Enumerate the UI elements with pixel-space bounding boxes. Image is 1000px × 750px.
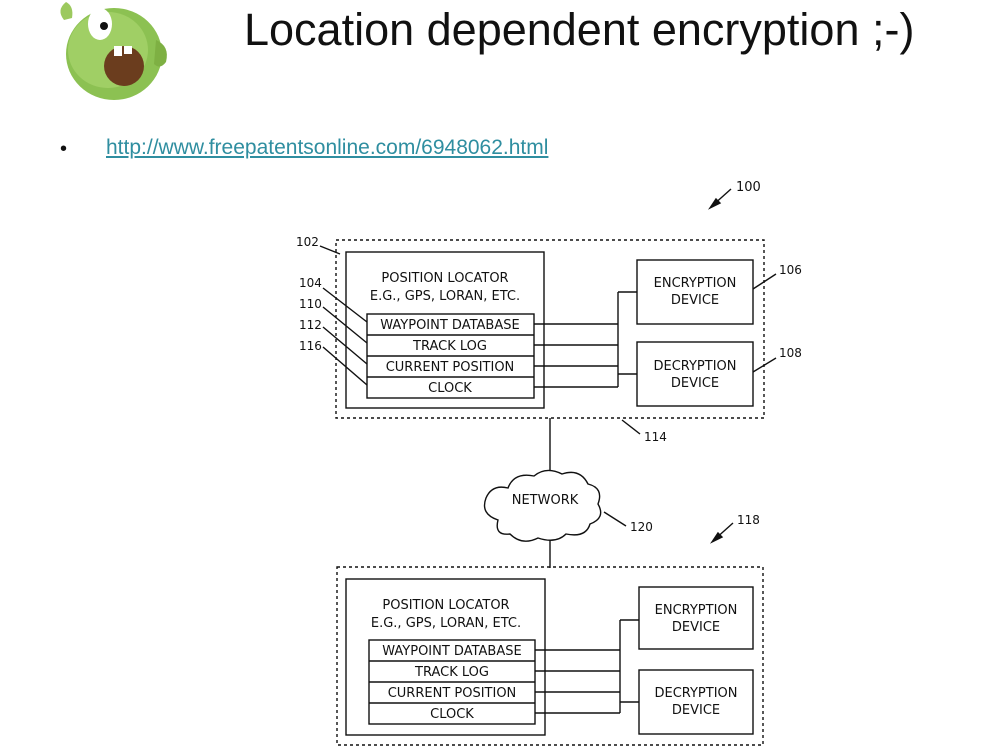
top-locator-line2: E.G., GPS, LORAN, ETC. [370, 289, 520, 304]
bottom-locator-line2: E.G., GPS, LORAN, ETC. [371, 616, 521, 631]
bottom-encryption-line1: ENCRYPTION [655, 603, 738, 618]
slide-title: Location dependent encryption ;-) [244, 4, 915, 55]
patent-link[interactable]: http://www.freepatentsonline.com/6948062… [106, 136, 549, 159]
bottom-row-clock: CLOCK [430, 707, 474, 722]
ref-116: 116 [299, 339, 322, 353]
top-locator-line1: POSITION LOCATOR [381, 271, 508, 286]
ref-102: 102 [296, 235, 319, 249]
ref-104: 104 [299, 276, 322, 290]
ref-110: 110 [299, 297, 322, 311]
ref-100: 100 [736, 180, 761, 195]
bottom-decryption-line2: DEVICE [672, 703, 720, 718]
bullet-point: • [60, 138, 68, 160]
top-locator-box [345, 251, 545, 409]
bottom-row-track: TRACK LOG [414, 665, 489, 680]
network-cloud [483, 469, 602, 542]
arrow-100-head [707, 197, 722, 210]
bottom-locator-line1: POSITION LOCATOR [382, 598, 509, 613]
bottom-decryption-line1: DECRYPTION [654, 686, 737, 701]
top-encryption-line2: DEVICE [671, 293, 719, 308]
bottom-system-box [336, 566, 764, 746]
bottom-encryption-box [638, 586, 754, 650]
network-label: NETWORK [512, 493, 579, 508]
top-row-track: TRACK LOG [412, 339, 487, 354]
top-decryption-box [636, 341, 754, 407]
bottom-row-current: CURRENT POSITION [388, 686, 517, 701]
ref-106: 106 [779, 263, 802, 277]
top-decryption-line2: DEVICE [671, 376, 719, 391]
bottom-decryption-box [638, 669, 754, 735]
top-encryption-line1: ENCRYPTION [654, 276, 737, 291]
ref-114: 114 [644, 430, 667, 444]
bottom-locator-box [345, 578, 546, 736]
ref-112: 112 [299, 318, 322, 332]
top-decryption-line1: DECRYPTION [653, 359, 736, 374]
ref-118: 118 [737, 513, 760, 527]
top-encryption-box [636, 259, 754, 325]
ref-120: 120 [630, 520, 653, 534]
top-row-clock: CLOCK [428, 381, 472, 396]
ref-108: 108 [779, 346, 802, 360]
top-system-box [335, 239, 765, 419]
top-row-current: CURRENT POSITION [386, 360, 515, 375]
bottom-encryption-line2: DEVICE [672, 620, 720, 635]
top-row-waypoint: WAYPOINT DATABASE [380, 318, 519, 333]
green-monster-logo-icon [60, 2, 167, 100]
bottom-row-waypoint: WAYPOINT DATABASE [382, 644, 521, 659]
